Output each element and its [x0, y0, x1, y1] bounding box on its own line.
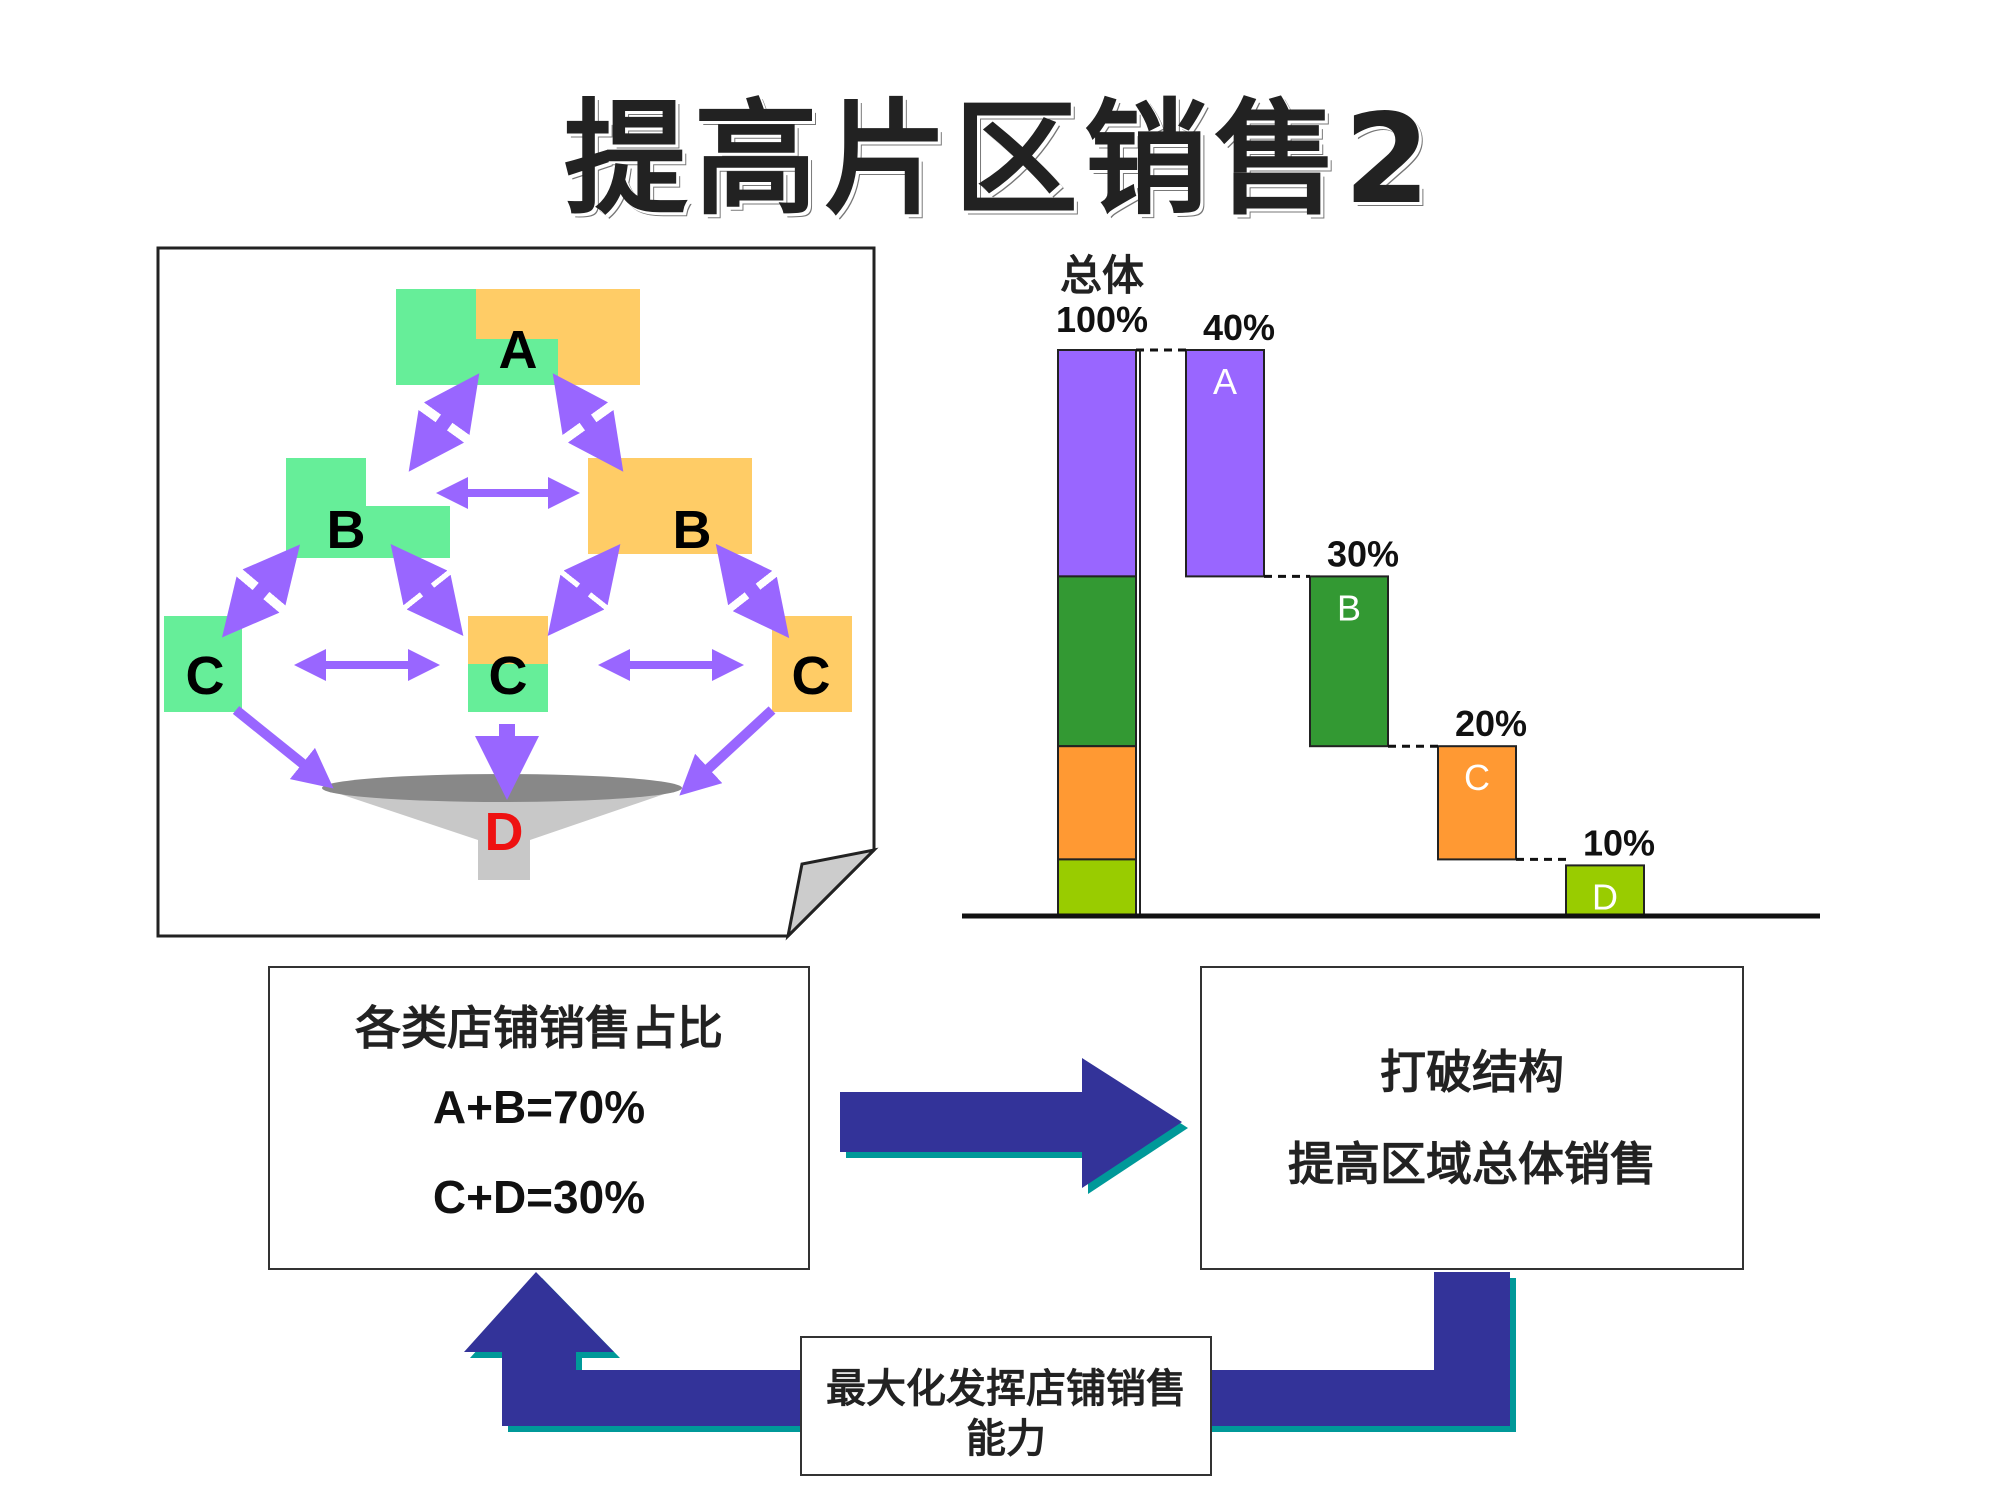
page-fold-corner — [785, 847, 879, 941]
right-arrow — [840, 1058, 1182, 1188]
goal-line1: 打破结构 — [1380, 1045, 1564, 1099]
arrow-bl-cl — [221, 544, 301, 638]
share-heading: 各类店铺销售占比 — [355, 1001, 723, 1055]
bar-label-d: D — [1592, 876, 1618, 917]
node-b-left-label: B — [327, 500, 366, 560]
arrow-cl-d — [232, 706, 334, 789]
total-label: 总体 — [1060, 251, 1144, 300]
total-bar-segment-c — [1057, 745, 1137, 861]
node-a — [396, 289, 640, 385]
value-label-d: 10% — [1583, 822, 1655, 863]
arrow-br-cr — [715, 543, 790, 639]
bar-label-b: B — [1337, 587, 1361, 628]
value-label-b: 30% — [1327, 533, 1399, 574]
total-bar-segment-d — [1057, 858, 1137, 918]
goal-line2: 提高区域总体销售 — [1288, 1137, 1656, 1191]
total-bar-segment-a — [1057, 349, 1137, 578]
arrow-a-b-right — [552, 373, 624, 472]
loop-arrow — [464, 1272, 1510, 1426]
arrow-bl-cm — [390, 544, 464, 636]
waterfall-bar-a — [1185, 349, 1265, 578]
value-label-a: 40% — [1203, 307, 1275, 348]
feedback-line2: 能力 — [966, 1416, 1046, 1462]
bar-label-a: A — [1213, 361, 1237, 402]
waterfall-bar-b — [1309, 575, 1389, 748]
node-b-right — [588, 458, 752, 554]
feedback-box: 最大化发挥店铺销售 能力 — [800, 1336, 1212, 1476]
total-percent-label: 100% — [1056, 299, 1148, 340]
arrow-br-cm — [547, 544, 621, 636]
share-cd: C+D=30% — [432, 1171, 646, 1223]
node-c-right-label: C — [792, 646, 831, 706]
bar-label-c: C — [1464, 757, 1490, 798]
purple-arrows — [221, 373, 790, 800]
value-label-c: 20% — [1455, 703, 1527, 744]
arrow-a-b-left — [408, 373, 480, 472]
arrow-cr-d — [679, 706, 776, 796]
node-d-label: D — [485, 802, 524, 862]
node-c-left-label: C — [186, 646, 225, 706]
node-c-mid-label: C — [489, 646, 528, 706]
node-b-right-label: B — [673, 500, 712, 560]
total-bar-segment-b — [1057, 575, 1137, 748]
share-box: 各类店铺销售占比 A+B=70% C+D=30% — [268, 966, 810, 1270]
node-c-mid — [468, 616, 548, 712]
waterfall-bar-c — [1437, 745, 1517, 861]
node-a-label: A — [499, 320, 538, 380]
share-ab: A+B=70% — [432, 1081, 646, 1133]
feedback-line1: 最大化发挥店铺销售 — [826, 1366, 1186, 1412]
page-title: 提高片区销售2 — [563, 88, 1437, 232]
goal-box: 打破结构 提高区域总体销售 — [1200, 966, 1744, 1270]
